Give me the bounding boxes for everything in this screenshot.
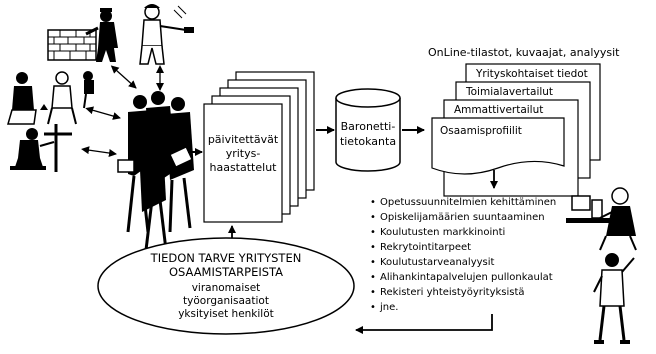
connector-arrows	[81, 65, 164, 157]
bullet-dot-6: •	[370, 272, 376, 283]
online-title: OnLine-tilastot, kuvaajat, analyysit	[428, 46, 620, 59]
bullet-dot-7: •	[370, 287, 376, 298]
bullet-dot-5: •	[370, 257, 376, 268]
bullet-item-7: Rekisteri yhteistyöyrityksistä	[380, 287, 525, 298]
bullet-dot-1: •	[370, 197, 376, 208]
stack-label-line-1: päivitettävät	[208, 133, 279, 146]
ellipse-title-line-2: OSAAMISTARPEISTA	[169, 265, 283, 279]
bullet-item-8: jne.	[379, 302, 398, 313]
arrow-return-line	[355, 314, 493, 334]
bricklayer-figure-icon	[85, 8, 118, 62]
bullet-item-5: Koulutustarveanalyysit	[380, 257, 495, 268]
database-cylinder	[335, 88, 401, 172]
bullet-item-1: Opetussuunnitelmien kehittäminen	[380, 197, 556, 208]
bullet-dot-3: •	[370, 227, 376, 238]
report-card-2-label: Toimialavertailut	[465, 86, 553, 98]
business-people-group-icon	[117, 91, 194, 251]
report-card-1-label: Yrityskohtaiset tiedot	[475, 68, 588, 80]
report-card-3-label: Ammattivertailut	[454, 104, 543, 116]
bullet-item-3: Koulutusten markkinointi	[380, 227, 505, 238]
database-label-line-2: tietokanta	[340, 135, 396, 148]
bullet-dot-8: •	[370, 302, 376, 313]
report-cards	[431, 63, 601, 197]
ellipse-line-1: viranomaiset	[192, 282, 261, 294]
bullet-item-4: Rekrytointitarpeet	[380, 242, 471, 253]
database-label-line-1: Baronetti-	[341, 120, 396, 133]
report-card-4	[431, 117, 565, 175]
bullet-list: • Opetussuunnitelmien kehittäminen • Opi…	[370, 197, 556, 313]
report-card-4-label: Osaamisprofiilit	[440, 125, 522, 137]
interview-stack	[203, 71, 315, 223]
dentist-scene-icon	[7, 71, 94, 125]
brick-wall-icon	[47, 29, 97, 61]
bullet-item-2: Opiskelijamäärien suuntaaminen	[380, 212, 545, 223]
stack-label-line-3: haastattelut	[210, 161, 278, 174]
presenter-figure-icon	[593, 253, 635, 344]
bullet-dot-2: •	[370, 212, 376, 223]
computer-user-icon	[566, 187, 637, 251]
stack-label-line-2: yritys-	[226, 147, 261, 160]
info-need-ellipse	[97, 237, 355, 335]
ellipse-line-2: työorganisaatiot	[183, 295, 269, 307]
kneeling-worker-icon	[10, 124, 72, 172]
painter-figure-icon	[139, 4, 194, 65]
ellipse-line-3: yksityiset henkilöt	[178, 308, 274, 320]
bullet-item-6: Alihankintapalvelujen pullonkaulat	[380, 272, 553, 283]
bullet-dot-4: •	[370, 242, 376, 253]
ellipse-title-line-1: TIEDON TARVE YRITYSTEN	[150, 251, 302, 265]
